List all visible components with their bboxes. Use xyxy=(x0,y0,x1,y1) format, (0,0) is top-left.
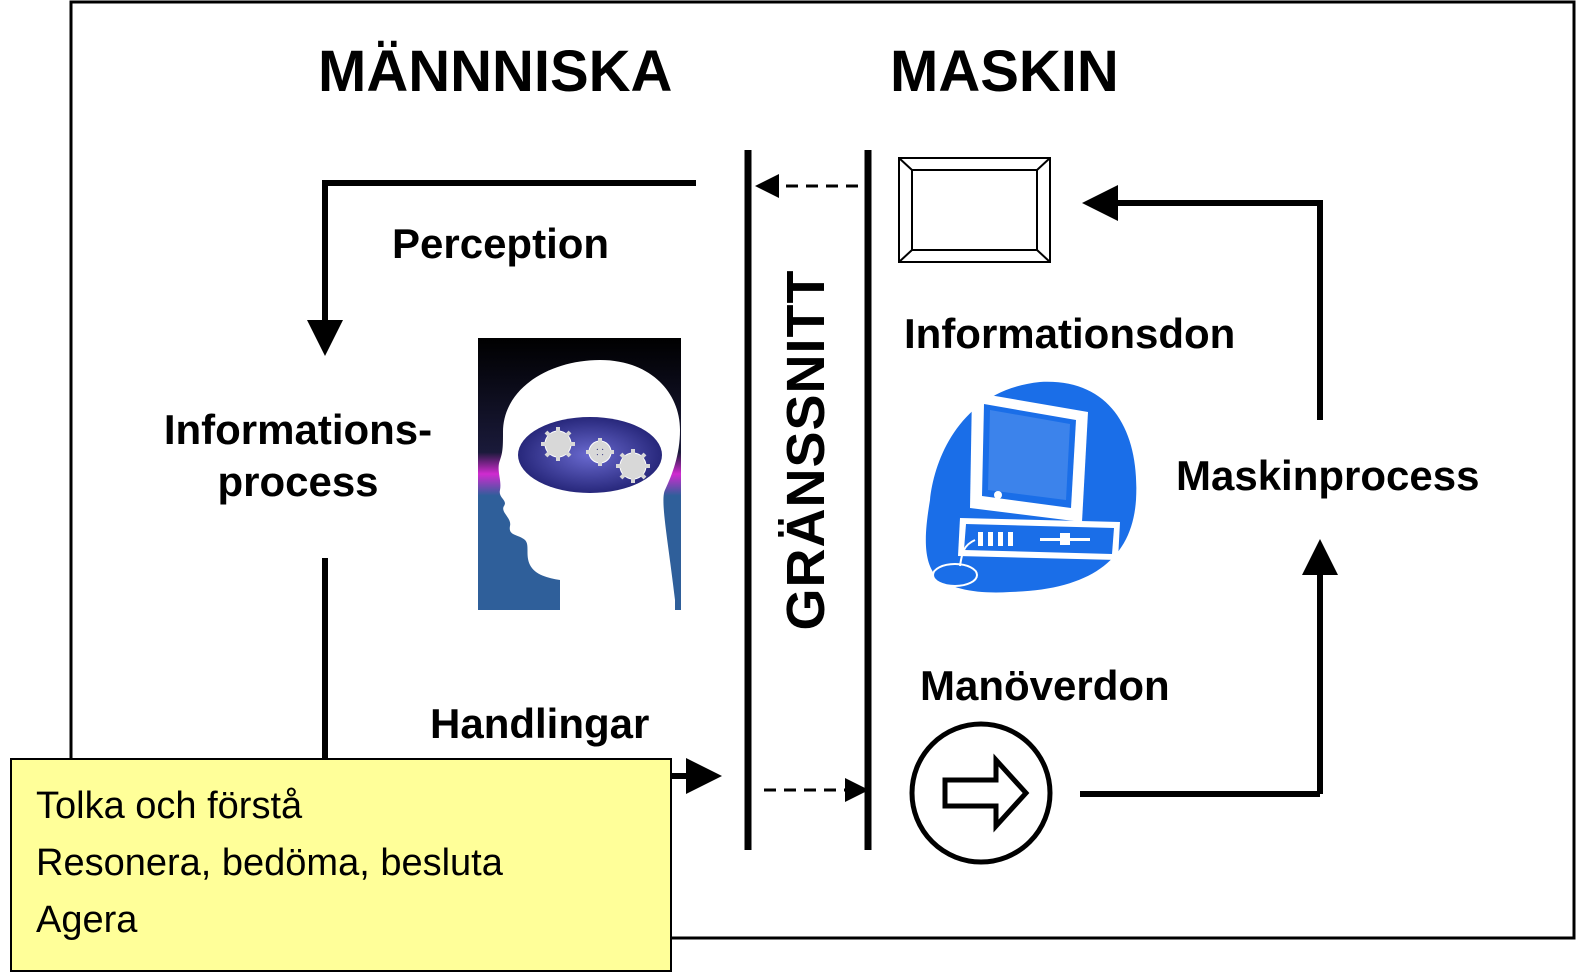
perception-label: Perception xyxy=(392,220,610,267)
machine-heading: MASKIN xyxy=(890,39,1119,104)
note-line-act: Agera xyxy=(36,899,138,941)
note-line-interpret: Tolka och förstå xyxy=(36,785,303,827)
perception-arrow xyxy=(307,180,696,356)
information-process-line1: Informations- xyxy=(163,406,433,453)
note-line-reason: Resonera, bedöma, besluta xyxy=(36,842,503,884)
head-gears-icon xyxy=(478,338,681,610)
actions-label: Handlingar xyxy=(430,700,650,747)
outer-frame xyxy=(69,0,1576,940)
arrow-button-icon xyxy=(909,721,1053,865)
note-box: Tolka och förstå Resonera, bedöma, beslu… xyxy=(10,758,672,972)
computer-icon xyxy=(925,381,1137,593)
display-device-label: Informationsdon xyxy=(904,310,1236,357)
machine-process-label: Maskinprocess xyxy=(1176,452,1480,499)
information-process-line2: process xyxy=(217,458,379,505)
display-screen-icon xyxy=(898,157,1051,263)
control-device-label: Manöverdon xyxy=(920,662,1170,709)
human-heading: MÄNNNISKA xyxy=(318,39,673,104)
process-to-display-arrow xyxy=(1082,185,1323,420)
information-process-label: Informations- process xyxy=(148,406,448,506)
interface-label: GRÄNSSNITT xyxy=(776,269,836,631)
